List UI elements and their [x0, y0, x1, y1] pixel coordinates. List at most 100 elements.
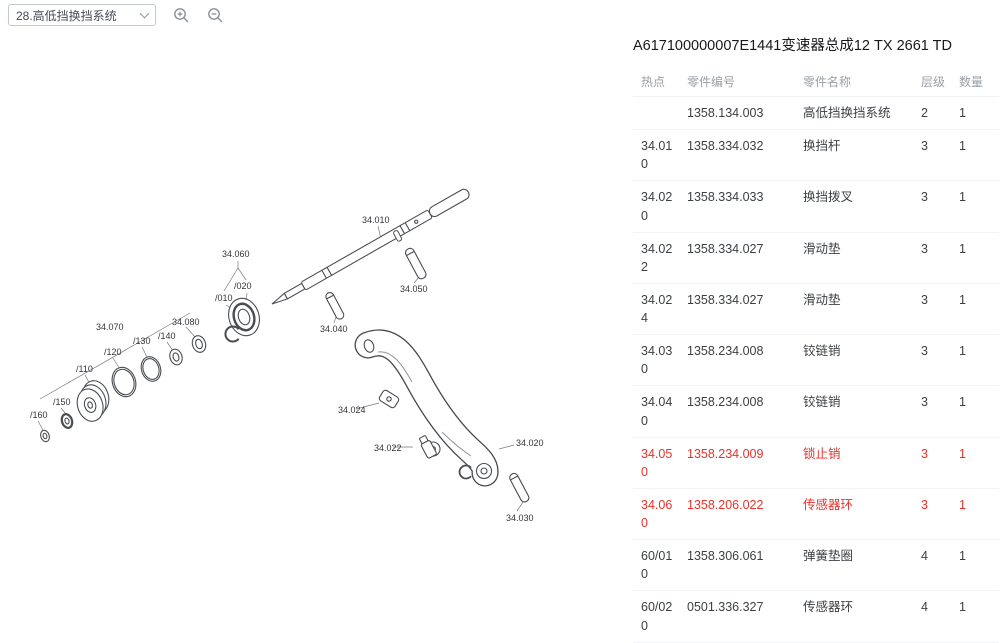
part-label-34020[interactable]: 34.020: [516, 438, 544, 448]
col-header-part-name: 零件名称: [803, 67, 921, 97]
cell-part-name: 滑动垫: [803, 283, 921, 336]
cell-part-name: 锁止销: [803, 437, 921, 489]
cell-hotspot: 34.050: [633, 437, 687, 489]
cell-part-number: 1358.234.009: [687, 437, 803, 489]
cell-part-number: 1358.306.061: [687, 539, 803, 592]
table-row[interactable]: 34.040 1358.234.008 铰链销 3 1: [633, 385, 999, 438]
table-row[interactable]: 34.024 1358.334.027 滑动垫 3 1: [633, 283, 999, 336]
cell-part-number: 1358.334.027: [687, 232, 803, 284]
table-row[interactable]: 34.022 1358.334.027 滑动垫 3 1: [633, 232, 999, 284]
cell-qty: 1: [959, 334, 999, 387]
part-label-34040[interactable]: 34.040: [320, 324, 348, 334]
cell-qty: 1: [959, 283, 999, 336]
table-row[interactable]: 34.020 1358.334.033 换挡拨叉 3 1: [633, 180, 999, 233]
table-header-row: 热点 零件编号 零件名称 层级 数量: [633, 67, 999, 97]
cell-qty: 1: [959, 385, 999, 438]
part-label-34024[interactable]: 34.024: [338, 405, 366, 415]
part-label-34030[interactable]: 34.030: [506, 513, 534, 523]
cell-part-number: 0501.336.327: [687, 590, 803, 643]
part-label-140[interactable]: /140: [158, 331, 176, 341]
exploded-view: 34.010 34.060 /020 /010 34.080 34.070 /1…: [30, 188, 544, 523]
part-label-110[interactable]: /110: [76, 364, 93, 374]
chevron-down-icon: [139, 8, 150, 19]
system-select-value: 28.高低挡换挡系统: [16, 8, 117, 23]
cell-part-name: 铰链销: [803, 385, 921, 438]
cell-hotspot: 34.022: [633, 232, 687, 284]
cell-part-number: 1358.334.027: [687, 283, 803, 336]
table-row[interactable]: 34.010 1358.334.032 换挡杆 3 1: [633, 129, 999, 182]
cell-level: 3: [921, 488, 959, 541]
cell-part-number: 1358.234.008: [687, 334, 803, 387]
table-row[interactable]: 60/010 1358.306.061 弹簧垫圈 4 1: [633, 539, 999, 592]
cell-part-name: 传感器环: [803, 590, 921, 643]
col-header-hotspot: 热点: [633, 67, 687, 97]
cell-qty: 1: [959, 488, 999, 541]
part-label-150[interactable]: /150: [53, 397, 71, 407]
cell-part-number: 1358.334.032: [687, 129, 803, 182]
cell-hotspot: 34.040: [633, 385, 687, 438]
table-row-highlighted[interactable]: 34.060 1358.206.022 传感器环 3 1: [633, 488, 999, 541]
cell-level: 3: [921, 180, 959, 233]
cell-qty: 1: [959, 96, 999, 131]
table-row[interactable]: 34.030 1358.234.008 铰链销 3 1: [633, 334, 999, 387]
cell-part-number: 1358.206.022: [687, 488, 803, 541]
part-label-020[interactable]: /020: [234, 281, 252, 291]
part-label-34022[interactable]: 34.022: [374, 443, 402, 453]
cell-level: 3: [921, 437, 959, 489]
zoom-out-button[interactable]: [206, 6, 224, 24]
col-header-level: 层级: [921, 67, 959, 97]
parts-catalog-page: 28.高低挡换挡系统: [8, 4, 999, 643]
cell-level: 3: [921, 129, 959, 182]
cell-level: 3: [921, 385, 959, 438]
part-label-120[interactable]: /120: [104, 347, 122, 357]
part-label-34010[interactable]: 34.010: [362, 215, 390, 225]
cell-part-number: 1358.134.003: [687, 96, 803, 131]
cell-part-name: 高低挡换挡系统: [803, 96, 921, 131]
part-label-34050[interactable]: 34.050: [400, 284, 428, 294]
cell-level: 2: [921, 96, 959, 131]
diagram-toolbar: 28.高低挡换挡系统: [8, 4, 224, 26]
cell-qty: 1: [959, 232, 999, 284]
cell-level: 3: [921, 334, 959, 387]
cell-part-name: 铰链销: [803, 334, 921, 387]
table-row[interactable]: 60/020 0501.336.327 传感器环 4 1: [633, 590, 999, 643]
cell-part-number: 1358.234.008: [687, 385, 803, 438]
cell-part-number: 1358.334.033: [687, 180, 803, 233]
cell-part-name: 换挡拨叉: [803, 180, 921, 233]
cell-hotspot: 34.010: [633, 129, 687, 182]
cell-part-name: 换挡杆: [803, 129, 921, 182]
part-label-34080[interactable]: 34.080: [172, 317, 200, 327]
cell-qty: 1: [959, 590, 999, 643]
cell-qty: 1: [959, 129, 999, 182]
cell-level: 4: [921, 590, 959, 643]
system-select[interactable]: 28.高低挡换挡系统: [8, 4, 156, 26]
parts-table: 热点 零件编号 零件名称 层级 数量 1358.134.003 高低挡换挡系统 …: [633, 67, 999, 643]
cell-part-name: 弹簧垫圈: [803, 539, 921, 592]
cell-qty: 1: [959, 539, 999, 592]
assembly-title: A617100000007E1441变速器总成12 TX 2661 TD: [633, 38, 952, 54]
cell-hotspot: 34.030: [633, 334, 687, 387]
cell-qty: 1: [959, 180, 999, 233]
col-header-qty: 数量: [959, 67, 999, 97]
table-row[interactable]: 1358.134.003 高低挡换挡系统 2 1: [633, 96, 999, 131]
cell-hotspot: 60/020: [633, 590, 687, 643]
zoom-in-button[interactable]: [172, 6, 190, 24]
part-label-34070[interactable]: 34.070: [96, 322, 124, 332]
cell-level: 3: [921, 283, 959, 336]
parts-panel: A617100000007E1441变速器总成12 TX 2661 TD 热点 …: [633, 34, 999, 643]
part-label-130[interactable]: /130: [133, 336, 151, 346]
part-label-34060[interactable]: 34.060: [222, 249, 250, 259]
cell-hotspot: 34.024: [633, 283, 687, 336]
cell-level: 3: [921, 232, 959, 284]
cell-hotspot: 34.020: [633, 180, 687, 233]
table-row-highlighted[interactable]: 34.050 1358.234.009 锁止销 3 1: [633, 437, 999, 489]
part-label-160[interactable]: /160: [30, 410, 48, 420]
col-header-part-number: 零件编号: [687, 67, 803, 97]
cell-hotspot: [633, 96, 687, 131]
cell-hotspot: 60/010: [633, 539, 687, 592]
part-label-010[interactable]: /010: [215, 293, 233, 303]
cell-level: 4: [921, 539, 959, 592]
cell-part-name: 传感器环: [803, 488, 921, 541]
zoom-out-icon: [207, 7, 222, 22]
cell-qty: 1: [959, 437, 999, 489]
